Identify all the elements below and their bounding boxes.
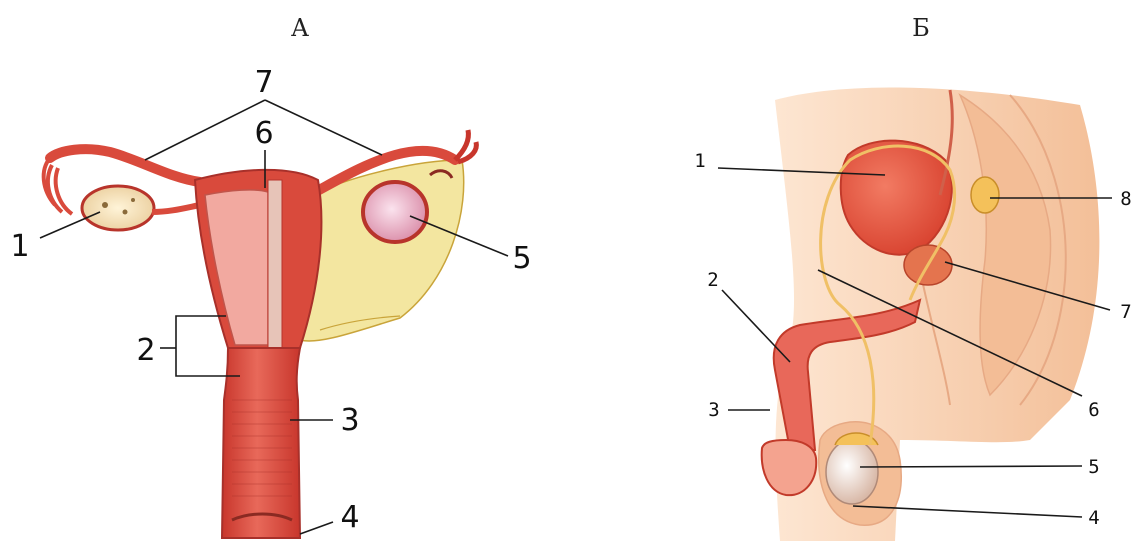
panel-a: А	[10, 14, 531, 538]
label-a-4: 4	[340, 500, 359, 535]
label-a-1: 1	[10, 229, 29, 264]
label-a-3: 3	[340, 403, 359, 438]
label-b-6: 6	[1088, 399, 1099, 421]
ovary-follicle-dot	[123, 210, 128, 215]
leader-a-4	[300, 522, 333, 534]
panel-b-title: Б	[912, 14, 930, 42]
label-a-5: 5	[512, 241, 531, 276]
seminal-vesicle	[971, 177, 999, 213]
left-ovary	[82, 186, 154, 230]
label-b-4: 4	[1088, 507, 1099, 529]
leader-a-1	[40, 212, 100, 238]
label-b-3: 3	[708, 399, 719, 421]
left-ovarian-ligament	[152, 205, 200, 212]
leader-a-7-right	[265, 100, 382, 155]
label-a-2: 2	[136, 333, 155, 368]
label-a-7: 7	[254, 65, 273, 100]
left-fallopian-tube	[50, 149, 200, 182]
ovary-follicle-dot	[131, 198, 135, 202]
testis	[826, 440, 878, 504]
label-b-2: 2	[707, 269, 718, 291]
leader-a-7-left	[145, 100, 265, 160]
leader-b-2	[722, 290, 790, 362]
label-a-6: 6	[254, 116, 273, 151]
panel-b: Б 1 2 3 4	[694, 14, 1131, 541]
left-fimbriae	[44, 158, 72, 214]
ovary-follicle-dot	[102, 202, 108, 208]
label-b-8: 8	[1120, 188, 1131, 210]
label-b-5: 5	[1088, 456, 1099, 478]
label-b-7: 7	[1120, 301, 1131, 323]
uterine-wall-section	[268, 180, 282, 350]
panel-a-title: А	[291, 14, 309, 42]
label-b-1: 1	[694, 150, 705, 172]
glans	[762, 440, 817, 495]
leader-b-5	[860, 466, 1082, 467]
right-ovary-follicle	[363, 182, 427, 242]
right-fimbriae	[455, 130, 476, 162]
